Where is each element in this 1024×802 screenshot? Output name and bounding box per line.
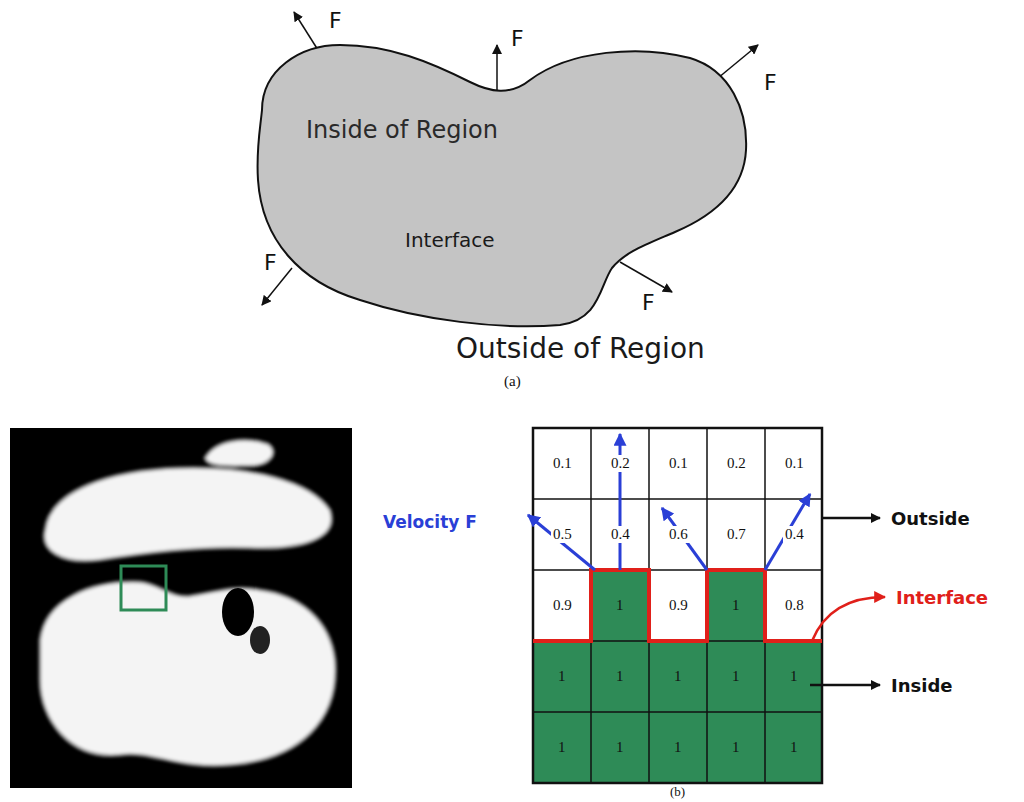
cell-value: 0.6: [667, 526, 690, 543]
panel-label: (a): [504, 373, 521, 390]
cell-value: 1: [672, 668, 684, 685]
leader-line: [823, 517, 880, 520]
dark-notch: [250, 626, 270, 654]
velocity-arrows: [528, 434, 810, 570]
leader-line: [812, 597, 885, 641]
cell-value: 1: [556, 739, 568, 756]
tissue-region: [40, 440, 335, 766]
region-label: Inside of Region: [306, 116, 498, 144]
cell-value: 0.2: [609, 455, 632, 472]
interface-label: Interface: [405, 228, 495, 252]
inside-label: Inside: [891, 675, 953, 696]
force-arrow: [718, 45, 758, 78]
mri-slice: [10, 428, 352, 788]
cell-value: 1: [556, 668, 568, 685]
cell-value: 0.5: [551, 526, 574, 543]
region-outline: [250, 28, 750, 333]
cell-value: 0.4: [609, 526, 632, 543]
panel-label: (b): [670, 784, 685, 800]
cell-value: 0.7: [725, 526, 748, 543]
cell-value: 1: [672, 739, 684, 756]
cell-value: 0.4: [783, 526, 806, 543]
cell-value: 0.8: [783, 597, 806, 614]
force-label: F: [329, 8, 342, 33]
cell-value: 1: [730, 668, 742, 685]
region: Inside of Region: [250, 28, 750, 333]
cell-value: 1: [614, 597, 626, 614]
cell-value: 1: [730, 739, 742, 756]
force-arrow: [496, 45, 498, 92]
outside-label: Outside: [891, 508, 970, 529]
cell-value: 0.1: [783, 455, 806, 472]
cell-value: 0.2: [725, 455, 748, 472]
cell-value: 0.9: [551, 597, 574, 614]
force-label: F: [511, 26, 524, 51]
force-label: F: [764, 70, 777, 95]
cell-value: 0.1: [667, 455, 690, 472]
cell-value: 1: [614, 668, 626, 685]
cell-value: 0.1: [551, 455, 574, 472]
force-label: F: [642, 290, 655, 315]
cell-value: 0.9: [667, 597, 690, 614]
grid: [533, 428, 822, 783]
force-arrow: [294, 12, 318, 50]
cell-value: 1: [730, 597, 742, 614]
interface-line: [533, 570, 822, 641]
outside-label: Outside of Region: [456, 332, 705, 365]
force-arrow: [620, 262, 672, 292]
interface-label: Interface: [896, 587, 988, 608]
velocity-label: Velocity F: [383, 512, 477, 532]
cell-value: 1: [788, 739, 800, 756]
force-label: F: [264, 250, 277, 275]
cell-value: 1: [788, 668, 800, 685]
cell-value: 1: [614, 739, 626, 756]
zoom-box: [121, 566, 166, 610]
leader-line: [810, 684, 880, 687]
dark-notch: [222, 588, 254, 636]
